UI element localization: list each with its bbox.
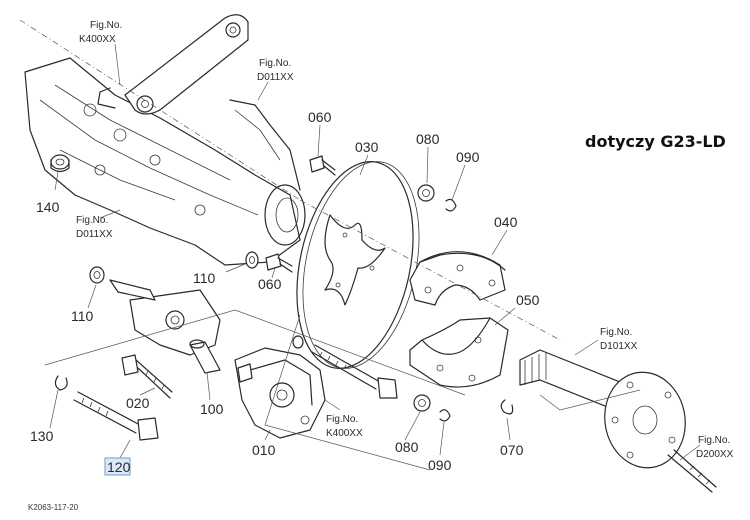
part-number-070[interactable]: 070: [500, 442, 524, 458]
part-080-nut-lower: [413, 394, 431, 412]
fig-ref-label: Fig.No.: [259, 58, 291, 69]
part-070-clip: [500, 399, 514, 415]
part-110-washer-upper: [245, 251, 259, 269]
part-number-050[interactable]: 050: [516, 292, 540, 308]
part-110-washer-lower: [89, 266, 105, 284]
part-number-080-lower[interactable]: 080: [395, 439, 419, 455]
fig-ref-label: Fig.No.: [90, 20, 122, 31]
part-060-bolt: [309, 155, 336, 176]
part-number-130[interactable]: 130: [30, 428, 54, 444]
fig-ref-code: D011XX: [76, 229, 113, 240]
diagram-title: dotyczy G23-LD: [585, 132, 726, 151]
fig-ref-code: D101XX: [600, 341, 638, 352]
fig-ref-k400-top: Fig.No. K400XX: [79, 20, 122, 45]
part-020-bolt: [121, 354, 173, 399]
part-090-washer-upper: [445, 198, 457, 212]
part-040-brake-pad: [409, 251, 506, 306]
part-number-100[interactable]: 100: [200, 401, 224, 417]
part-030-brake-disc: [296, 161, 420, 369]
part-number-060[interactable]: 060: [308, 109, 332, 125]
part-060-bolt-lower: [265, 253, 293, 273]
part-080-nut-upper: [417, 184, 435, 202]
part-number-110-lower[interactable]: 110: [71, 308, 94, 324]
drawing-code: K2063-117-20: [28, 503, 79, 512]
leader-lines: [49, 43, 701, 461]
fig-ref-label: Fig.No.: [600, 327, 632, 338]
part-number-010[interactable]: 010: [252, 442, 276, 458]
fig-ref-d011-top: Fig.No. D011XX: [257, 58, 294, 83]
part-100-pin: [189, 339, 221, 374]
fig-ref-code: K400XX: [326, 428, 363, 439]
part-130-washer: [54, 375, 68, 391]
fig-ref-d200: Fig.No. D200XX: [696, 435, 734, 460]
part-number-080[interactable]: 080: [416, 131, 440, 147]
part-090-washer-lower: [439, 409, 451, 422]
part-number-020[interactable]: 020: [126, 395, 150, 411]
part-050-brake-pad: [409, 317, 509, 388]
part-140-nut: [50, 154, 70, 173]
part-number-090-lower[interactable]: 090: [428, 457, 452, 473]
mounting-bracket: [97, 14, 249, 115]
long-bolt-k400: [292, 335, 398, 399]
fig-ref-label: Fig.No.: [76, 215, 108, 226]
part-number-060-lower[interactable]: 060: [258, 276, 282, 292]
fig-ref-d011-mid: Fig.No. D011XX: [76, 215, 113, 240]
part-number-040[interactable]: 040: [494, 214, 518, 230]
axle-shaft: [519, 349, 717, 493]
fig-ref-code: D200XX: [696, 449, 734, 460]
fig-ref-code: K400XX: [79, 34, 116, 45]
part-number-120[interactable]: 120: [107, 459, 131, 475]
fig-ref-d101: Fig.No. D101XX: [600, 327, 638, 352]
part-120-long-bolt: [73, 391, 159, 441]
fig-ref-label: Fig.No.: [326, 414, 358, 425]
part-010-caliper: [234, 347, 326, 439]
fig-ref-k400-bottom: Fig.No. K400XX: [326, 414, 363, 439]
centerlines: [19, 19, 641, 471]
part-number-140[interactable]: 140: [36, 199, 60, 215]
part-number-090[interactable]: 090: [456, 149, 480, 165]
selection-highlight: [104, 457, 131, 476]
part-number-030[interactable]: 030: [355, 139, 379, 155]
fig-ref-code: D011XX: [257, 72, 294, 83]
fig-ref-label: Fig.No.: [698, 435, 730, 446]
part-number-110[interactable]: 110: [193, 270, 216, 286]
